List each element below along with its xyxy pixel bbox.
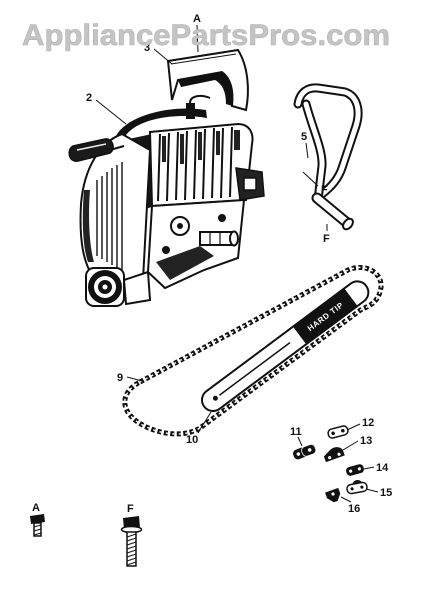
callout-part-11: 11: [290, 426, 302, 438]
guide-bar-tip-band: [293, 288, 358, 345]
callout-part-3: 3: [144, 42, 150, 54]
cylinder: [148, 122, 254, 208]
callout-part-9: 9: [117, 372, 123, 384]
callout-part-10: 10: [186, 434, 198, 446]
engine-part-2: [68, 94, 265, 307]
callout-part-16: 16: [348, 503, 360, 515]
callout-hardware-f: F: [127, 503, 134, 515]
lower-bracket: [122, 270, 152, 306]
screw-part-f: [120, 516, 143, 567]
chain-link-part-16: [325, 487, 341, 503]
chain-link-part-13: [323, 447, 345, 463]
muffler: [235, 167, 265, 201]
callout-part-12: 12: [362, 417, 374, 429]
callout-part-2: 2: [86, 92, 92, 104]
engine-hood: [116, 108, 207, 138]
cylinder-fins: [157, 126, 233, 202]
callout-hardware-a-top: A: [193, 13, 201, 25]
crankcase: [146, 198, 246, 290]
cylinder-fin-shading: [162, 130, 240, 164]
chain-link-part-15: [346, 480, 368, 495]
watermark: AppliancePartsPros.com: [22, 19, 390, 52]
chain-part-9: [122, 265, 384, 437]
callout-hardware-f-lower: F: [323, 233, 330, 245]
cover-part-3: [166, 48, 249, 112]
chain-link-part-14: [346, 464, 364, 476]
callout-hardware-a: A: [32, 502, 40, 514]
starter-handle: [68, 138, 125, 162]
screw-part-a: [30, 514, 45, 537]
guide-bar-part-10: HARD TIP: [201, 280, 370, 412]
callout-hardware-f-upper: F: [321, 184, 328, 196]
chain-link-part-12: [327, 425, 349, 439]
callout-leaders: [95, 24, 379, 503]
air-filter-cup: [85, 267, 125, 307]
callout-part-15: 15: [380, 487, 392, 499]
starter-housing-shade: [82, 190, 94, 262]
drive-shaft: [199, 230, 239, 247]
handle-part-5: [293, 83, 363, 231]
spark-plug: [186, 94, 211, 119]
callout-part-14: 14: [376, 462, 389, 474]
callout-part-13: 13: [360, 435, 372, 447]
chain-link-part-11: [293, 443, 317, 460]
callout-part-5: 5: [301, 131, 307, 143]
starter-louvers: [96, 162, 123, 270]
